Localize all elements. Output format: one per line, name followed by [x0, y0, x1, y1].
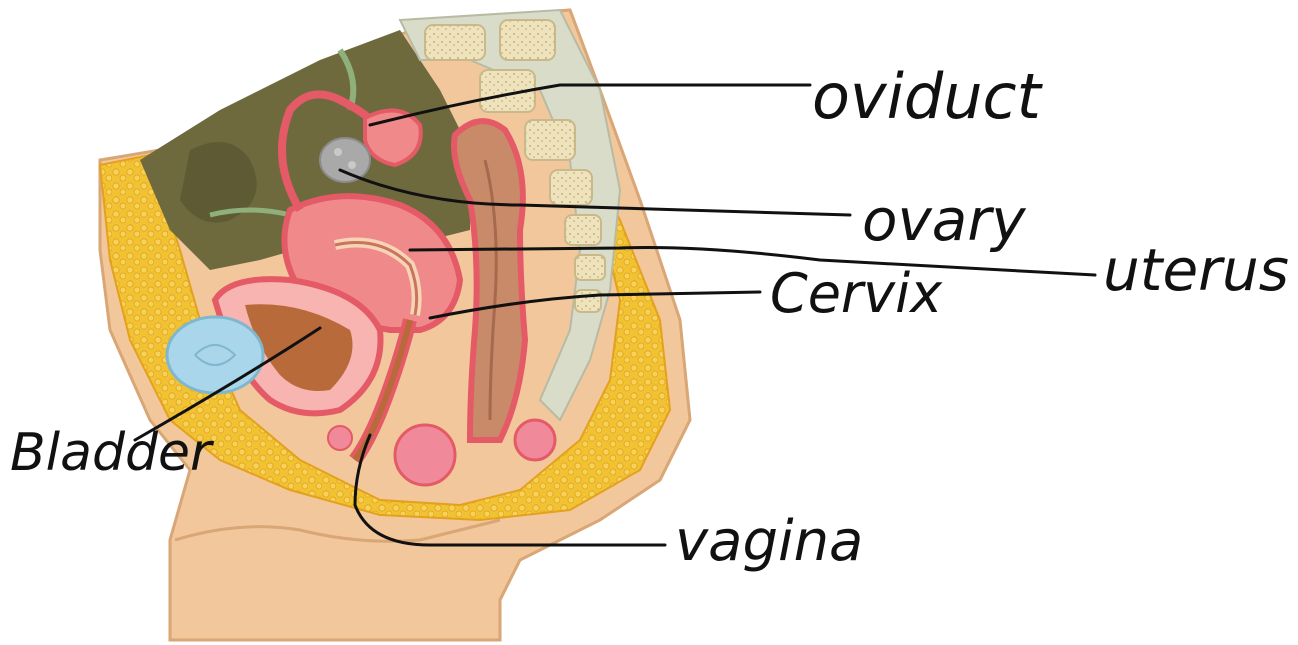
label-oviduct: oviduct [812, 60, 1044, 133]
label-uterus: uterus [1103, 236, 1289, 304]
label-cervix: Cervix [770, 262, 943, 325]
ovary-shape [320, 138, 370, 182]
label-ovary: ovary [862, 186, 1026, 254]
pubic-bone [167, 317, 263, 393]
label-vagina: vagina [675, 509, 863, 574]
label-bladder: Bladder [10, 423, 215, 483]
